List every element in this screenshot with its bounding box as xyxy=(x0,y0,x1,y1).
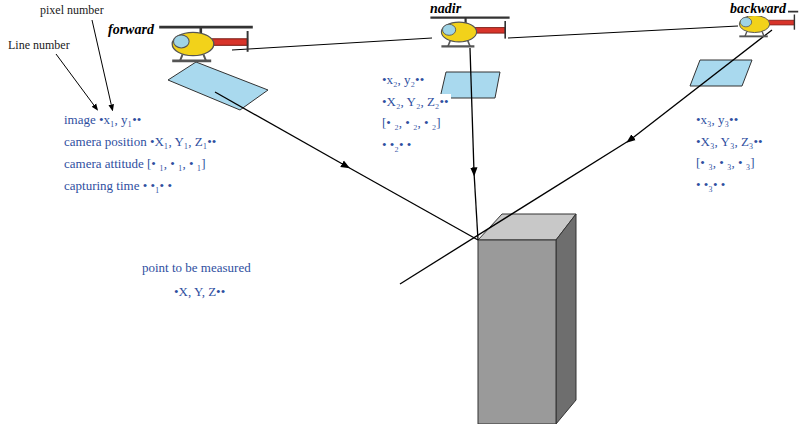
parameter-label: point to be measured xyxy=(140,260,253,275)
parameter-label: •X₃, Y₃, Z₃•• xyxy=(694,134,765,149)
leader-line xyxy=(56,54,96,108)
leader-label: pixel number xyxy=(38,3,106,18)
building-side xyxy=(556,214,576,424)
helicopter xyxy=(430,18,509,47)
parameter-label: •X, Y, Z•• xyxy=(172,284,227,299)
baseline xyxy=(232,38,432,50)
image-frame xyxy=(168,62,268,110)
image-ray xyxy=(630,30,772,140)
building-front xyxy=(478,240,556,424)
parameter-label: • •₃• • xyxy=(694,177,727,192)
image-ray xyxy=(215,92,346,166)
leader-label: Line number xyxy=(6,38,72,53)
baseline xyxy=(508,26,738,38)
image-frame xyxy=(690,60,752,86)
parameter-label: image •x₁, y₁•• xyxy=(62,112,143,127)
view-label: forward xyxy=(106,22,156,37)
parameter-label: • •₂• • xyxy=(380,137,413,152)
view-label: nadir xyxy=(428,1,463,16)
parameter-label: camera attitude [• ₁, • ₁, • ₁] xyxy=(62,156,208,171)
parameter-label: •X₂, Y₂, Z₂•• xyxy=(380,94,451,109)
parameter-label: •x₃, y₃•• xyxy=(694,112,740,127)
parameter-label: [• ₃, • ₃, • ₃] xyxy=(694,155,757,170)
parameter-label: camera position •X₁, Y₁, Z₁•• xyxy=(62,134,218,149)
image-ray xyxy=(400,140,630,284)
image-ray xyxy=(474,172,478,240)
image-ray xyxy=(470,48,474,172)
helicopter xyxy=(159,27,253,61)
parameter-label: •x₂, y₂•• xyxy=(380,72,426,87)
image-ray xyxy=(346,166,478,240)
parameter-label: [• ₂, • ₂, • ₂] xyxy=(380,115,443,130)
parameter-label: capturing time • •₁• • xyxy=(62,178,174,193)
view-label: backward xyxy=(728,1,788,16)
